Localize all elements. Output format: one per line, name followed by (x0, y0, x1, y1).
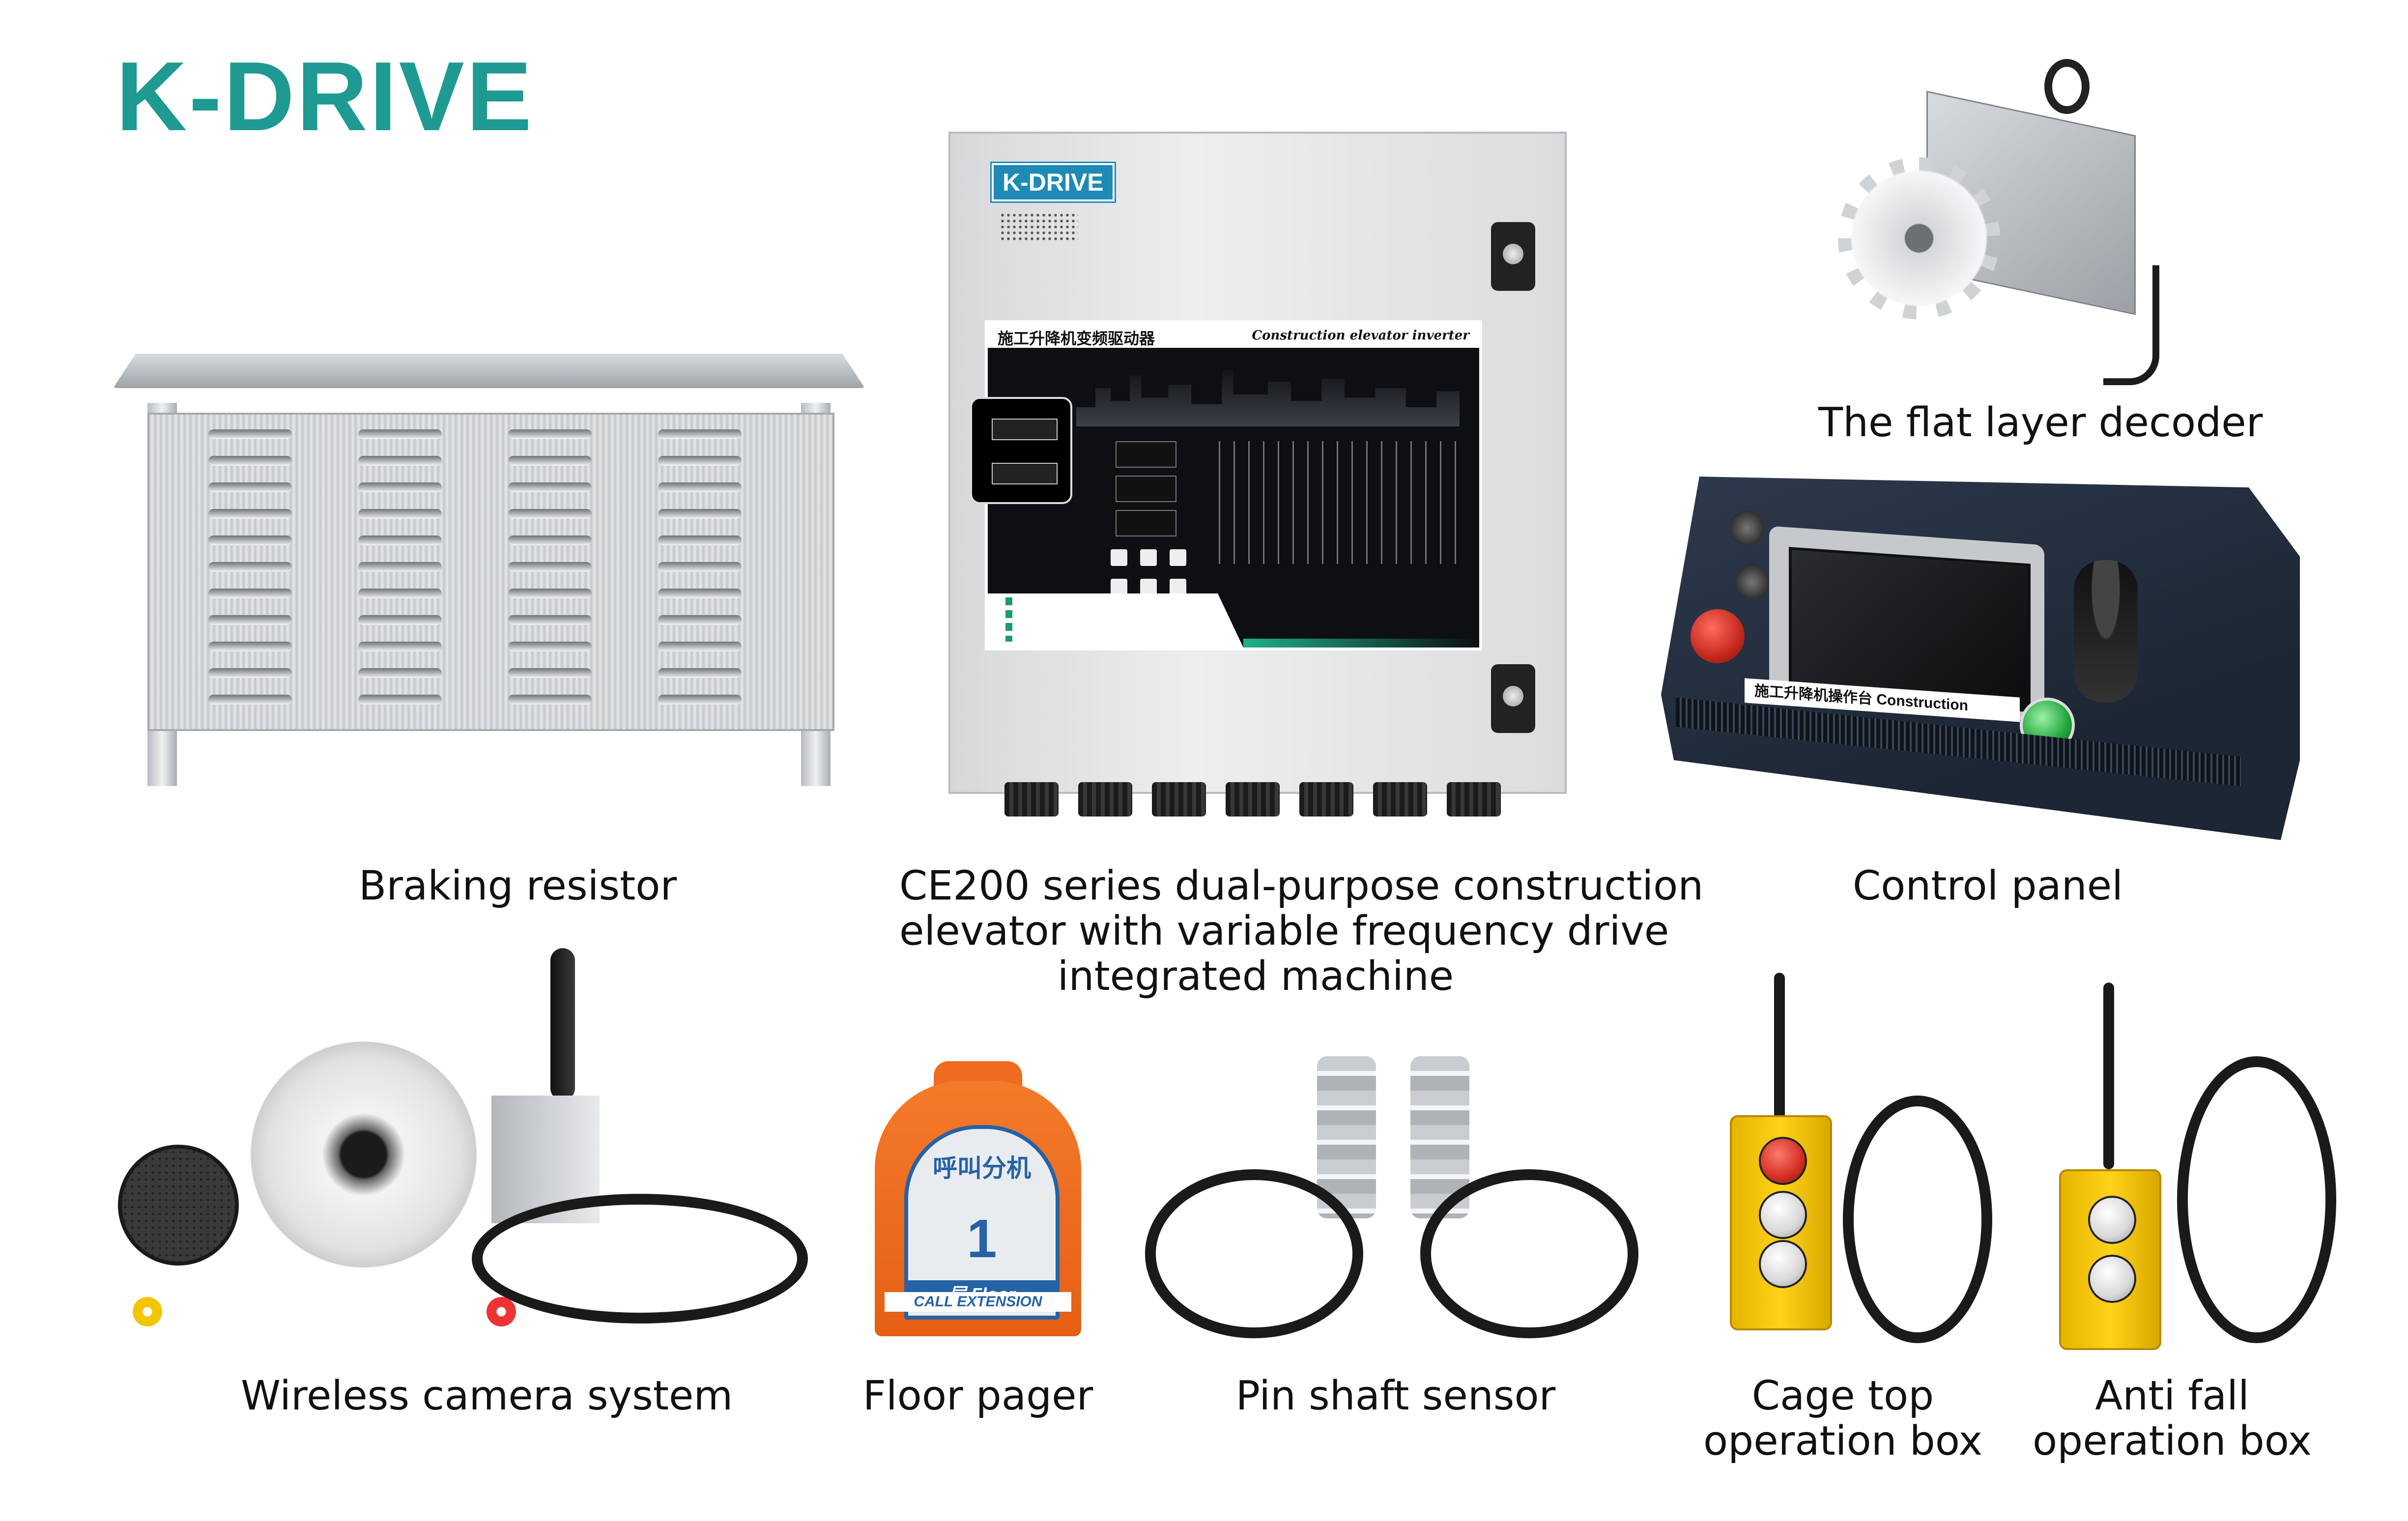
panel-text-columns (1219, 441, 1464, 564)
vent-slot (658, 562, 742, 572)
vent-slot (208, 482, 292, 492)
panel-warning-box (988, 593, 1243, 648)
vent-slot (508, 668, 592, 678)
vent-slot (358, 535, 442, 545)
vent-slot (508, 429, 592, 439)
antenna-icon (550, 948, 575, 1100)
vent-slot (358, 642, 442, 651)
vent-slot (658, 615, 742, 625)
vent-slot (208, 668, 292, 678)
caption-braking-resistor: Braking resistor (359, 863, 677, 909)
panel-title-cn: 施工升降机变频驱动器 (998, 329, 1155, 348)
vent-slot (358, 429, 442, 439)
anti-fall-operation-box-image (2049, 983, 2336, 1356)
vent-slot (658, 509, 742, 519)
vent-slot (358, 589, 442, 598)
vent-slot (358, 456, 442, 466)
vent-slot (358, 509, 442, 519)
vent-slot (508, 482, 592, 492)
vent-slot (508, 589, 592, 598)
vent-slot (508, 615, 592, 625)
vent-slot (208, 509, 292, 519)
vent-slot (358, 668, 442, 678)
floor-pager-image: 呼叫分机 1 层 Floor CALL EXTENSION (875, 1061, 1081, 1336)
vent-slot (508, 456, 592, 466)
lock-icon (1491, 664, 1535, 733)
emergency-stop-button (1691, 609, 1745, 663)
vent-slot (358, 695, 442, 704)
vent-slot (208, 535, 292, 545)
vent-slot (208, 562, 292, 572)
inverter-panel: 施工升降机变频驱动器 Construction elevator inverte… (970, 320, 1482, 650)
warning-strip (1243, 639, 1479, 648)
skyline-graphic (1076, 369, 1460, 426)
vent-slot (658, 589, 742, 598)
pin-shaft-sensor-image (1145, 1056, 1638, 1351)
caption-control-panel: Control panel (1853, 863, 2123, 909)
braking-resistor-image (113, 354, 865, 786)
vent-slot (508, 695, 592, 704)
speaker-icon (118, 1145, 239, 1266)
vent-slot (208, 695, 292, 704)
caption-pager: Floor pager (862, 1373, 1093, 1419)
vent-slot (508, 509, 592, 519)
panel-title-en: Construction elevator inverter (1252, 328, 1469, 343)
vent-slot (358, 482, 442, 492)
pager-number: 1 (967, 1209, 997, 1269)
caption-decoder: The flat layer decoder (1818, 399, 2263, 446)
vent-slot (208, 642, 292, 651)
control-panel-image: 施工升降机操作台 Construction elevator console (1661, 477, 2300, 840)
vent-slot (658, 668, 742, 678)
vent-slot (208, 456, 292, 466)
vent-slot (508, 642, 592, 651)
pager-title: 呼叫分机 (933, 1154, 1031, 1183)
brand-title: K-DRIVE (116, 42, 534, 151)
vent-slot (508, 562, 592, 572)
vent-slot (658, 482, 742, 492)
vent-slot (208, 615, 292, 625)
camera-icon (251, 1042, 477, 1268)
caption-anti-fall: Anti fall operation box (2033, 1373, 2312, 1465)
caption-inverter: CE200 series dual-purpose construction e… (899, 863, 1704, 1000)
vent-slot (508, 535, 592, 545)
pager-extension-label: CALL EXTENSION (885, 1292, 1071, 1312)
vent-slot (658, 429, 742, 439)
lock-icon (1491, 222, 1535, 291)
cage-top-operation-box-image (1710, 973, 1992, 1356)
vent-slot (358, 562, 442, 572)
vent-slot (658, 695, 742, 704)
caption-camera: Wireless camera system (241, 1373, 733, 1419)
vent-slot (208, 429, 292, 439)
vent-slot (658, 642, 742, 651)
cabinet-logo: K-DRIVE (990, 162, 1116, 203)
vent-slot (658, 456, 742, 466)
caption-cage-top: Cage top operation box (1703, 1373, 1982, 1465)
joystick (2074, 560, 2138, 703)
flat-layer-decoder-image (1828, 59, 2172, 393)
speaker-grille (1000, 212, 1078, 242)
gear-icon (1838, 157, 2000, 319)
vent-slot (358, 615, 442, 625)
panel-button-box (970, 397, 1072, 504)
vent-slot (208, 589, 292, 598)
vent-slot (658, 535, 742, 545)
caption-pin-sensor: Pin shaft sensor (1235, 1373, 1556, 1419)
inverter-cabinet-image: K-DRIVE 施工升降机变频驱动器 Construction elevator… (948, 132, 1567, 817)
